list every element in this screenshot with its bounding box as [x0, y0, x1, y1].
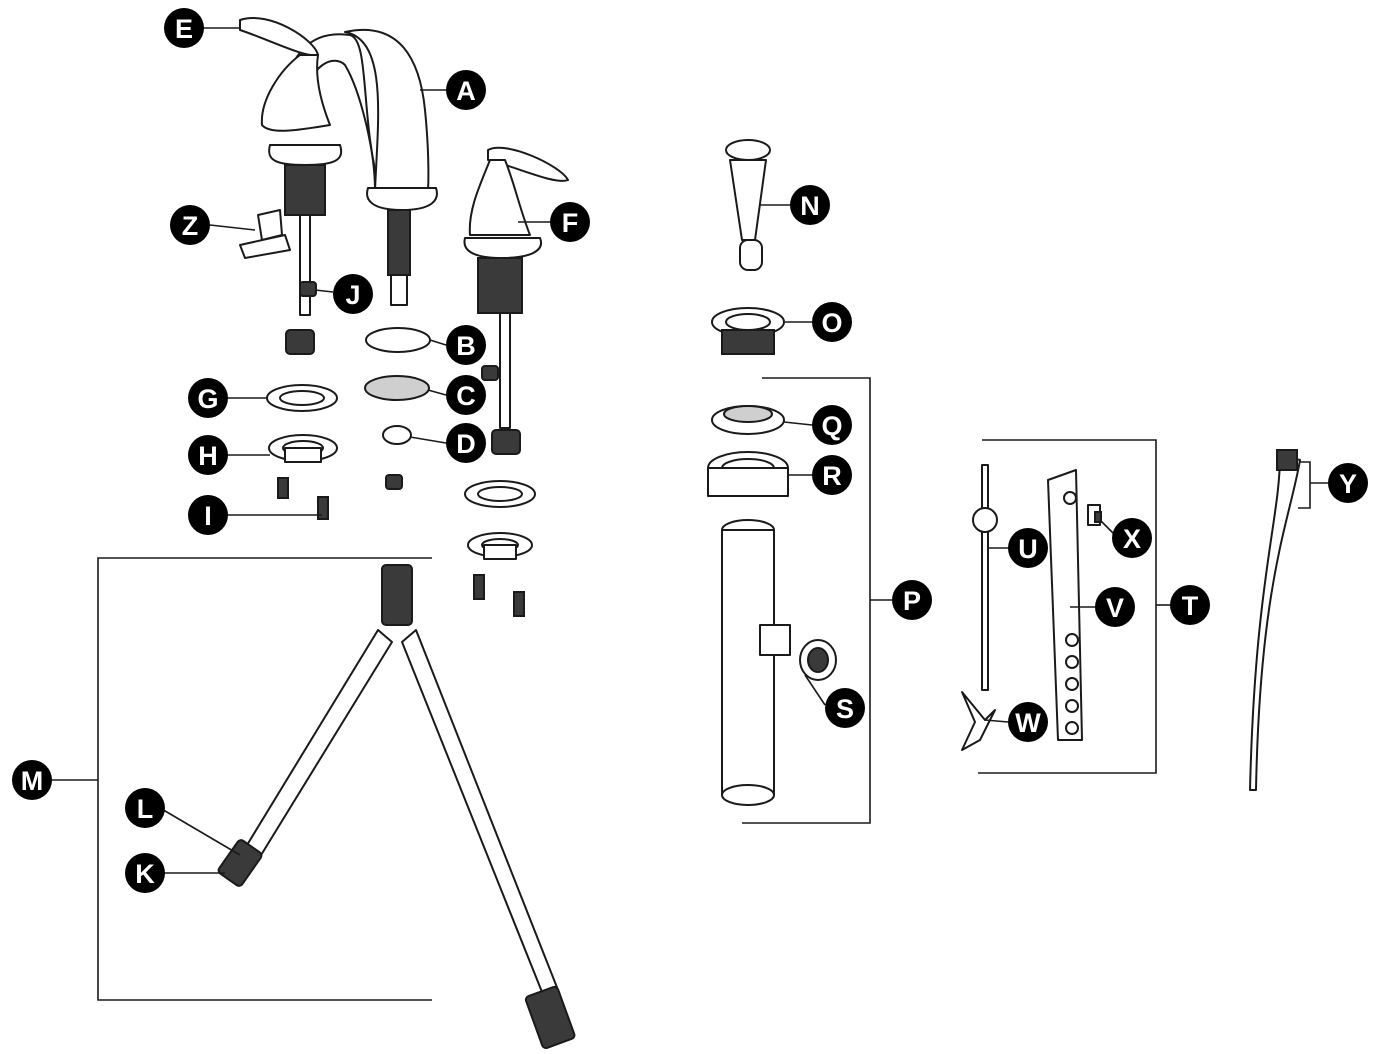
callout-l: L: [125, 788, 165, 828]
svg-text:Q: Q: [821, 411, 842, 441]
svg-text:T: T: [1182, 591, 1199, 621]
callout-c: C: [446, 375, 486, 415]
callout-x: X: [1112, 518, 1152, 558]
callout-y: Y: [1328, 463, 1368, 503]
callout-n: N: [790, 185, 830, 225]
leader-lines: [52, 27, 1328, 874]
callout-q: Q: [812, 405, 852, 445]
svg-text:A: A: [456, 76, 476, 106]
svg-text:K: K: [135, 859, 155, 889]
svg-text:Z: Z: [182, 211, 199, 241]
callout-p: P: [892, 580, 932, 620]
screws-i: [277, 477, 329, 520]
callout-f: F: [550, 202, 590, 242]
bracket-h: [268, 434, 338, 463]
svg-text:Y: Y: [1339, 469, 1357, 499]
clip-j: [299, 281, 317, 297]
callout-a: A: [446, 70, 486, 110]
callout-t: T: [1170, 585, 1210, 625]
bracket-right: [467, 532, 533, 560]
bracket-t: [978, 439, 1157, 774]
gasket-right: [464, 480, 536, 508]
svg-text:H: H: [198, 441, 218, 471]
drain-body-p: [721, 519, 791, 806]
svg-text:D: D: [456, 429, 476, 459]
svg-text:X: X: [1123, 524, 1141, 554]
screw-x: [1087, 504, 1102, 526]
callout-o: O: [812, 302, 852, 342]
callout-b: B: [446, 325, 486, 365]
callout-k: K: [125, 853, 165, 893]
svg-text:B: B: [456, 331, 476, 361]
svg-text:L: L: [137, 794, 154, 824]
callout-j: J: [333, 274, 373, 314]
svg-text:G: G: [197, 384, 218, 414]
clip-under-d: [385, 474, 403, 490]
callout-z: Z: [170, 205, 210, 245]
flange-o: [711, 307, 785, 355]
callout-u: U: [1008, 528, 1048, 568]
svg-text:V: V: [1106, 593, 1124, 623]
washer-b: [365, 327, 431, 353]
callout-m: M: [12, 760, 52, 800]
svg-text:F: F: [562, 208, 579, 238]
svg-text:W: W: [1015, 708, 1041, 738]
bracket-y: [1298, 461, 1311, 509]
svg-text:N: N: [800, 191, 820, 221]
lift-rod-y: [1249, 449, 1301, 791]
callout-s: S: [825, 688, 865, 728]
left-handle-assembly: [239, 17, 343, 355]
svg-text:O: O: [821, 308, 842, 338]
svg-text:C: C: [456, 381, 476, 411]
callout-i: I: [188, 495, 228, 535]
lift-rod-u: [972, 464, 998, 691]
callout-g: G: [188, 378, 228, 418]
hose-assembly-m: [217, 564, 576, 1049]
screws-right: [473, 574, 525, 617]
cartridge-key-z: [239, 209, 291, 259]
right-handle-assembly: [463, 146, 569, 455]
callout-e: E: [164, 8, 204, 48]
pivot-nut-s: [799, 639, 837, 681]
svg-text:J: J: [345, 280, 360, 310]
clip-right: [481, 365, 499, 381]
stopper-n: [725, 139, 771, 271]
strap-v: [1047, 469, 1083, 741]
callout-r: R: [812, 455, 852, 495]
svg-text:P: P: [903, 586, 921, 616]
svg-text:S: S: [836, 694, 854, 724]
gasket-g: [266, 384, 338, 412]
callout-h: H: [188, 435, 228, 475]
callout-d: D: [446, 423, 486, 463]
svg-text:M: M: [21, 766, 44, 796]
bracket-m: [97, 557, 432, 1001]
washer-c: [364, 375, 430, 401]
svg-text:U: U: [1018, 534, 1038, 564]
nut-r: [707, 451, 789, 497]
svg-text:E: E: [175, 14, 193, 44]
callout-v: V: [1095, 587, 1135, 627]
gasket-q: [711, 405, 785, 435]
svg-text:I: I: [204, 501, 212, 531]
nut-d: [382, 425, 412, 445]
callout-w: W: [1008, 702, 1048, 742]
svg-text:R: R: [822, 461, 842, 491]
